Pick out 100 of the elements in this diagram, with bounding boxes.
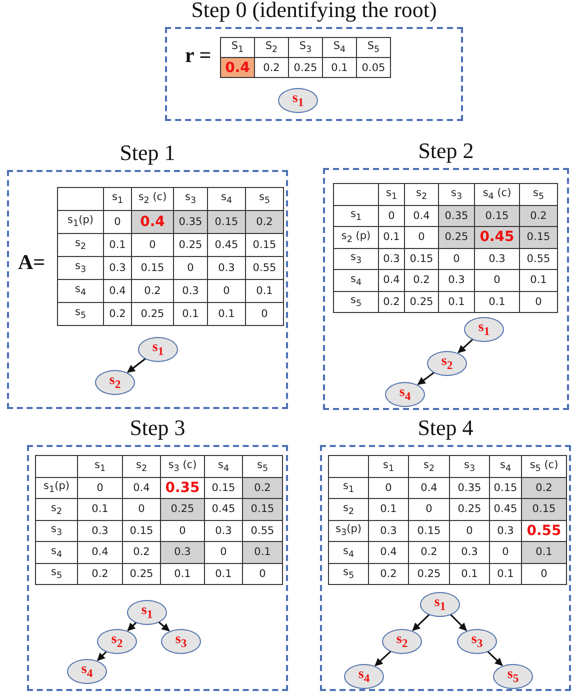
table-cell: 0 — [474, 270, 520, 291]
table-cell: 0.3 — [160, 542, 204, 563]
table-cell: s$_{1}$(p) — [36, 477, 78, 498]
table-cell: 0 — [368, 477, 408, 498]
table-cell: 0.1 — [490, 563, 522, 584]
table-cell: 0.3 — [368, 520, 408, 542]
arrow — [158, 621, 170, 632]
tree-node-ellipse: s$_{1}$ — [127, 600, 167, 624]
table-cell: 0.4 — [220, 58, 254, 78]
arrow — [127, 358, 146, 373]
table-cell: s$_{1}$ — [328, 477, 368, 498]
tree-node-ellipse: s$_{4}$ — [344, 664, 384, 688]
table-cell: s$_{3}$ — [58, 256, 104, 280]
table-cell: 0.25 — [438, 226, 474, 248]
table-cell: 0 — [438, 248, 474, 270]
table-cell: 0.1 — [174, 302, 208, 326]
table-cell: 0.35 — [438, 205, 474, 226]
table-cell: s$_{3}$ — [174, 188, 208, 210]
table-cell: 0.25 — [160, 498, 204, 520]
table-cell: 0.55 — [242, 520, 282, 542]
tree-node-ellipse: s$_{1}$ — [278, 88, 318, 112]
step-title: Step 0 (identifying the root) — [191, 0, 437, 23]
table-cell: 0.15 — [208, 210, 246, 234]
table-cell: s$_{2}$ — [122, 456, 160, 477]
table-cell: s$_{2}$ (p) — [334, 226, 378, 248]
table-cell: s$_{4}$ (c) — [474, 184, 520, 205]
table-cell: 0.15 — [520, 226, 558, 248]
table-cell: s$_{5}$ — [334, 291, 378, 312]
table-cell: s$_{5}$ — [520, 184, 558, 205]
table-cell: 0.15 — [122, 520, 160, 542]
table-cell: s$_{3}$ (c) — [160, 456, 204, 477]
table-cell: S$_{5}$ — [356, 38, 390, 58]
table-cell: 0.15 — [204, 477, 242, 498]
table-cell: 0.1 — [368, 498, 408, 520]
table-cell: 0.15 — [404, 248, 438, 270]
table-cell: 0.3 — [450, 542, 490, 563]
table-cell: 0.3 — [204, 520, 242, 542]
table-cell: s$_{1}$ — [104, 188, 132, 210]
step-title: Step 2 — [418, 138, 474, 164]
table-cell: 0.45 — [474, 226, 520, 248]
tree-node-ellipse: s$_{2}$ — [382, 628, 422, 654]
table-cell: 0.4 — [132, 210, 174, 234]
table-cell: 0.2 — [246, 210, 284, 234]
step-title: Step 3 — [130, 415, 186, 441]
table-cell: 0.4 — [78, 542, 122, 563]
table-cell: s$_{3}$ — [334, 248, 378, 270]
table-cell: s$_{4}$ — [328, 542, 368, 563]
tree-node-ellipse: s$_{1}$ — [464, 316, 504, 342]
tree-node-ellipse: s$_{2}$ — [95, 370, 135, 394]
table-cell: 0.25 — [288, 58, 322, 78]
matrix-symbol: r = — [185, 43, 212, 68]
table-cell: s$_{1}$ — [368, 456, 408, 477]
table-cell: s$_{3}$(p) — [328, 520, 368, 542]
table-cell: 0.05 — [356, 58, 390, 78]
table-cell: 0.15 — [490, 477, 522, 498]
table-cell: S$_{3}$ — [288, 38, 322, 58]
table-cell: s$_{5}$ — [242, 456, 282, 477]
table-cell: 0.15 — [474, 205, 520, 226]
table-cell: 0.2 — [368, 563, 408, 584]
table-cell: 0.4 — [104, 280, 132, 302]
table-cell: s$_{2}$ — [58, 234, 104, 256]
table-cell: s$_{2}$ — [404, 184, 438, 205]
arrow — [412, 614, 430, 632]
table-cell: 0.35 — [174, 210, 208, 234]
table-cell: 0.45 — [490, 498, 522, 520]
table-cell: 0 — [404, 226, 438, 248]
table-cell: 0.1 — [208, 302, 246, 326]
table-cell: 0 — [490, 542, 522, 563]
table-cell: s$_{3}$ — [450, 456, 490, 477]
table-cell: 0.1 — [322, 58, 356, 78]
table-cell: 0 — [520, 291, 558, 312]
table-cell: s$_{4}$ — [334, 270, 378, 291]
table-cell: 0.25 — [122, 563, 160, 584]
table-cell: 0.3 — [474, 248, 520, 270]
table-cell: 0 — [174, 256, 208, 280]
table-cell: s$_{2}$ — [408, 456, 450, 477]
table-cell: 0.2 — [404, 270, 438, 291]
table-cell: s$_{4}$ — [58, 280, 104, 302]
table-cell: 0.4 — [368, 542, 408, 563]
table-cell: 0 — [104, 210, 132, 234]
table-cell: 0.2 — [522, 477, 566, 498]
table-cell: 0.15 — [242, 498, 282, 520]
arrow — [450, 614, 467, 631]
table-cell: 0.25 — [408, 563, 450, 584]
table-cell: 0 — [78, 477, 122, 498]
table-cell: 0.1 — [160, 563, 204, 584]
table-cell: s$_{5}$ (c) — [522, 456, 566, 477]
tree-node-ellipse: s$_{3}$ — [161, 628, 201, 654]
matrix-symbol: A= — [18, 250, 46, 275]
table-cell: s$_{2}$ — [328, 498, 368, 520]
table-cell: 0.2 — [78, 563, 122, 584]
table-cell: S$_{2}$ — [254, 38, 288, 58]
table-cell: s$_{2}$ — [36, 498, 78, 520]
table-cell: 0 — [450, 520, 490, 542]
table-cell: 0.1 — [246, 280, 284, 302]
table-cell: 0.2 — [520, 205, 558, 226]
table-cell: 0.15 — [246, 234, 284, 256]
table-cell: s$_{4}$ — [490, 456, 522, 477]
table-cell: 0.2 — [122, 542, 160, 563]
table-cell: 0.3 — [378, 248, 404, 270]
